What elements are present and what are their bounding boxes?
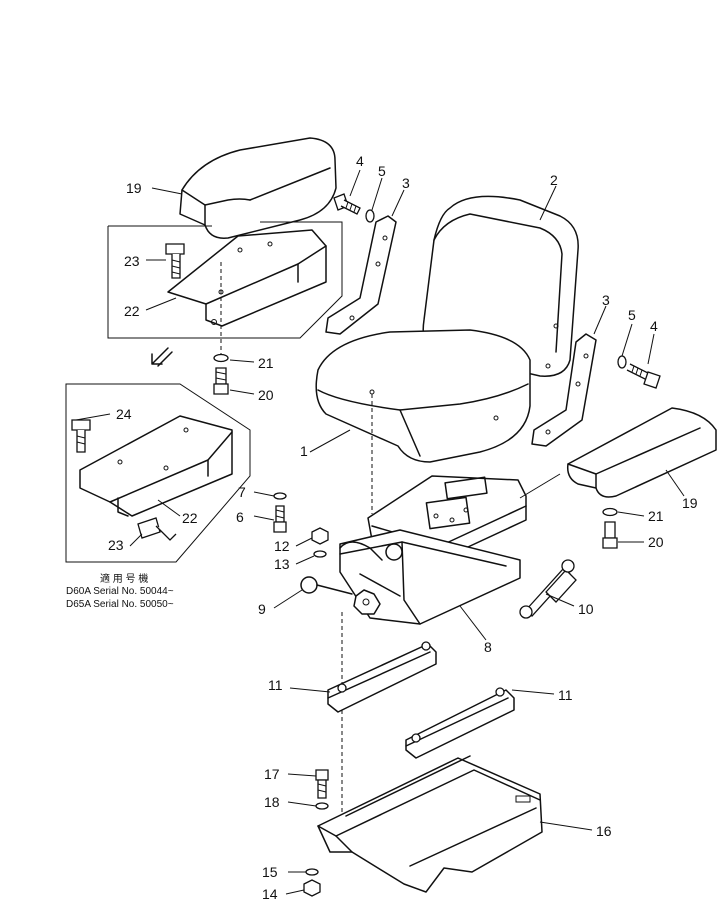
label-21-right: 21 (648, 508, 664, 524)
label-20-left: 20 (258, 387, 274, 403)
label-16: 16 (596, 823, 612, 839)
part-number-labels: 19 23 22 21 20 24 22 23 4 5 3 2 3 5 4 1 … (108, 153, 698, 901)
label-7: 7 (238, 484, 246, 500)
label-5-right: 5 (628, 307, 636, 323)
label-11-right: 11 (558, 687, 573, 703)
label-23-upper: 23 (124, 253, 140, 269)
label-15: 15 (262, 864, 278, 880)
seat-mount-bracket (317, 755, 543, 893)
seat-cushion (315, 329, 531, 463)
lower-left-detail (65, 383, 251, 563)
right-armrest (566, 407, 717, 549)
label-19-right: 19 (682, 495, 698, 511)
label-19-left: 19 (126, 180, 142, 196)
seat-bracket-right (531, 333, 597, 447)
rail-fasteners (303, 769, 329, 897)
label-22-upper: 22 (124, 303, 140, 319)
label-22-lower: 22 (182, 510, 198, 526)
label-1: 1 (300, 443, 308, 459)
label-5-upper: 5 (378, 163, 386, 179)
label-9: 9 (258, 601, 266, 617)
label-12: 12 (274, 538, 290, 554)
label-3-upper: 3 (402, 175, 410, 191)
label-10: 10 (578, 601, 594, 617)
seat-suspension-base (300, 475, 527, 625)
serial-note-heading: 適 用 号 機 (100, 572, 148, 585)
upper-left-bolt-washer (333, 193, 375, 223)
label-14: 14 (262, 886, 278, 901)
label-8: 8 (484, 639, 492, 655)
label-20-right: 20 (648, 534, 664, 550)
left-armrest-detail (107, 221, 343, 395)
slide-rail-left (327, 641, 437, 713)
damper (519, 559, 577, 619)
slide-rail-right (405, 687, 515, 759)
label-4-right: 4 (650, 318, 658, 334)
label-23-lower: 23 (108, 537, 124, 553)
label-13: 13 (274, 556, 290, 572)
label-11-left: 11 (268, 677, 283, 693)
right-bolt-washer (617, 355, 661, 389)
label-18: 18 (264, 794, 280, 810)
label-3-right: 3 (602, 292, 610, 308)
label-2: 2 (550, 172, 558, 188)
serial-note-d65a: D65A Serial No. 50050~ (66, 599, 174, 610)
label-21-left: 21 (258, 355, 274, 371)
label-24: 24 (116, 406, 132, 422)
label-6: 6 (236, 509, 244, 525)
seat-bracket-left (325, 215, 397, 335)
serial-note-d60a: D60A Serial No. 50044~ (66, 586, 174, 597)
label-17: 17 (264, 766, 280, 782)
direction-arrow-icon (151, 347, 173, 367)
left-armrest (179, 137, 337, 239)
leader-lines (75, 169, 685, 895)
serial-note: 適 用 号 機 D60A Serial No. 50044~ D65A Seri… (66, 572, 174, 610)
label-4-upper: 4 (356, 153, 364, 169)
